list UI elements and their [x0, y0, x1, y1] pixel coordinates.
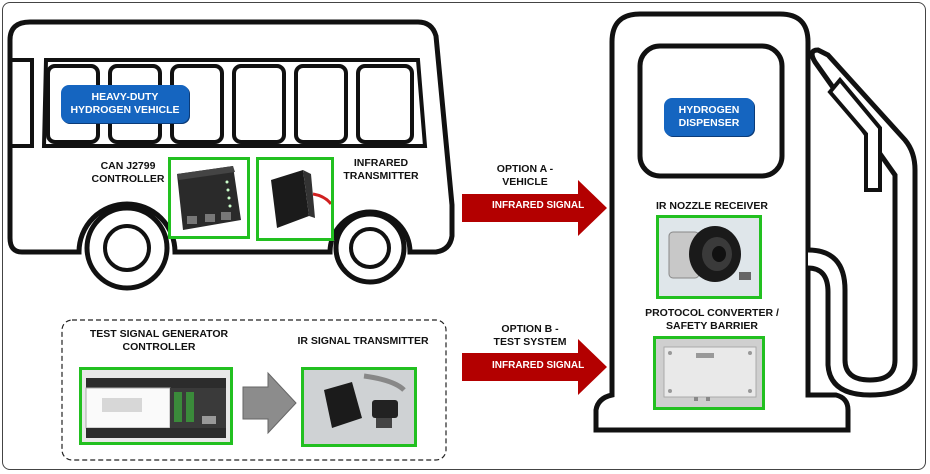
ir-nozzle-receiver-label: IR NOZZLE RECEIVER — [655, 200, 768, 212]
protocol-converter-label: PROTOCOL CONVERTER / SAFETY BARRIER — [645, 307, 779, 332]
infrared-transmitter-label: INFRARED TRANSMITTER — [343, 157, 419, 182]
option-a-label: OPTION A - VEHICLE — [496, 163, 554, 188]
dispenser-label-pill: HYDROGEN DISPENSER — [664, 98, 754, 136]
test-signal-generator-label: TEST SIGNAL GENERATOR CONTROLLER — [89, 328, 229, 353]
ir-transmitter-device-icon — [271, 170, 331, 228]
infrared-signal-b-text: INFRARED SIGNAL — [492, 360, 585, 371]
ir-signal-transmitter-device-icon — [304, 370, 414, 444]
gray-arrow-icon — [242, 371, 297, 435]
ir-nozzle-receiver-photo — [656, 215, 762, 299]
test-system-box — [61, 319, 447, 461]
ir-signal-transmitter-label: IR SIGNAL TRANSMITTER — [297, 335, 429, 347]
option-b-label: OPTION B - TEST SYSTEM — [493, 323, 567, 348]
vehicle-label-pill: HEAVY-DUTY HYDROGEN VEHICLE — [61, 85, 189, 123]
protocol-converter-photo — [653, 336, 765, 410]
bus-outline-icon — [7, 19, 455, 291]
infrared-transmitter-photo — [256, 157, 334, 241]
can-controller-device-icon — [177, 166, 241, 230]
ir-signal-transmitter-photo — [301, 367, 417, 447]
protocol-converter-device-icon — [656, 339, 762, 407]
ir-receiver-device-icon — [659, 218, 759, 296]
can-controller-photo — [168, 157, 250, 239]
arrow-option-a-icon — [462, 180, 607, 236]
infrared-signal-a-text: INFRARED SIGNAL — [492, 200, 585, 211]
plc-controller-device-icon — [82, 370, 230, 442]
can-controller-label: CAN J2799 CONTROLLER — [91, 160, 165, 185]
arrow-option-b-icon — [462, 339, 607, 395]
test-signal-generator-photo — [79, 367, 233, 445]
